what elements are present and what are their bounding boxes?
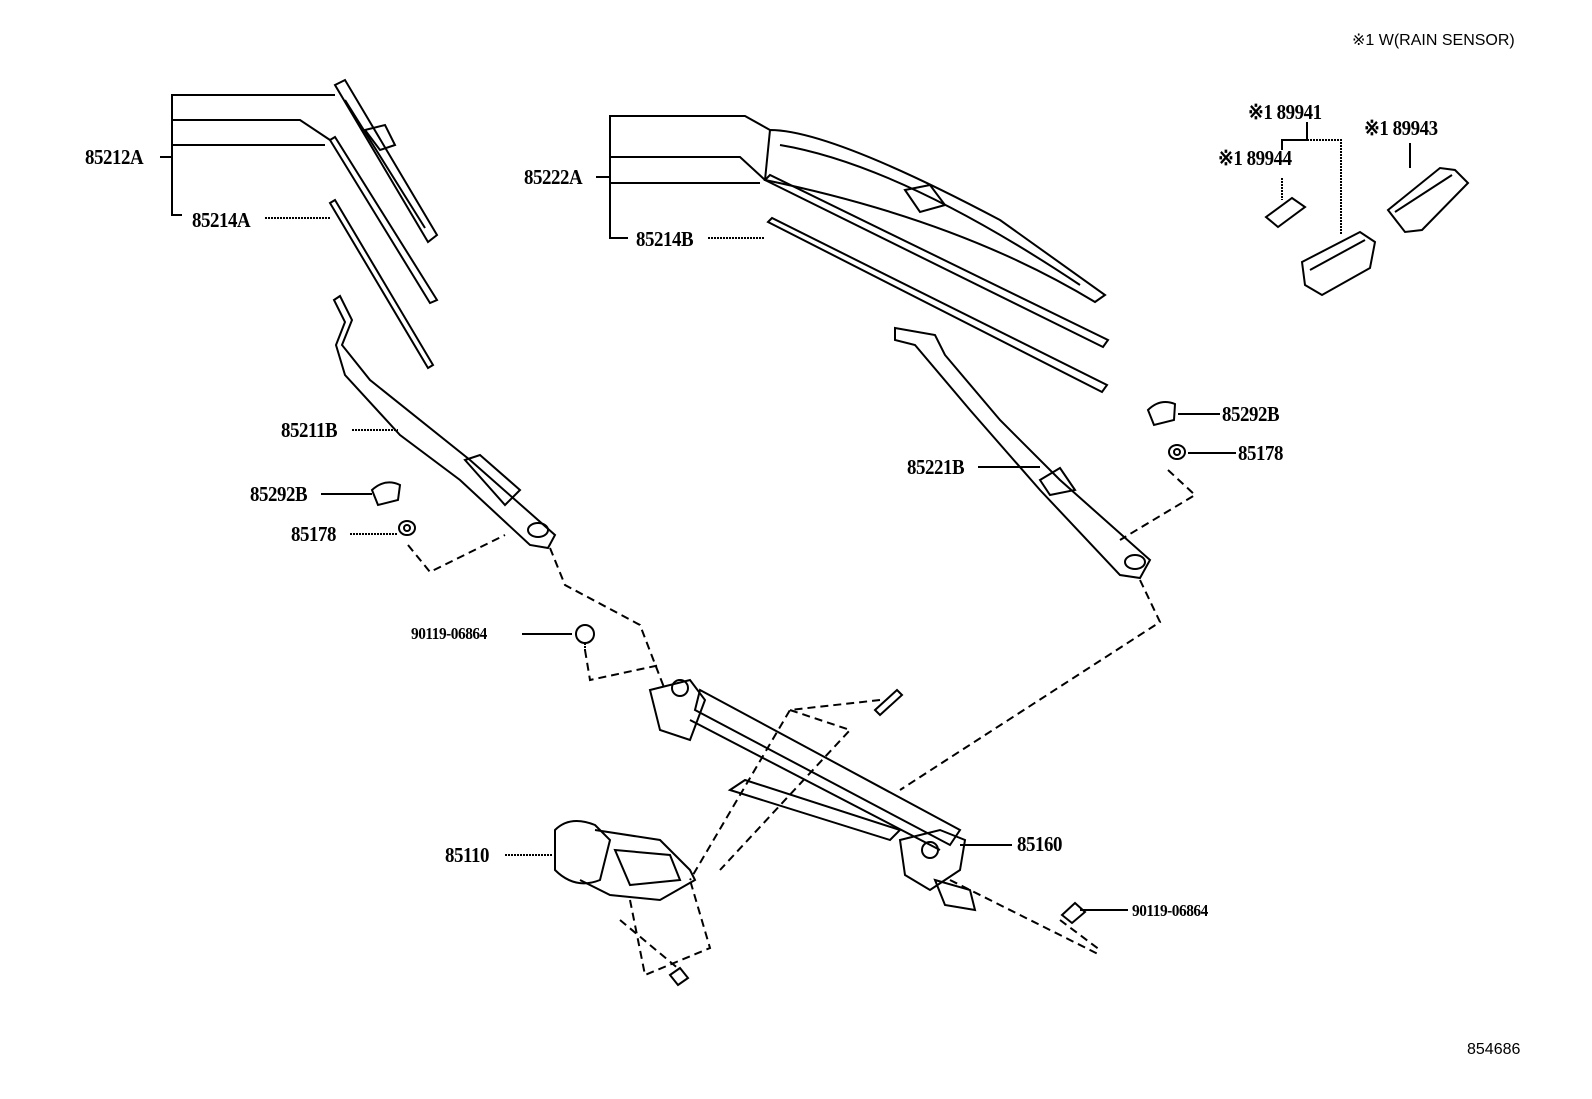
- part-label-85292B-rh[interactable]: 85292B: [1222, 402, 1280, 426]
- part-label-85160[interactable]: 85160: [1017, 832, 1062, 856]
- part-label-85292B-lh[interactable]: 85292B: [250, 482, 308, 506]
- assembly-dashed-lines: [407, 469, 1197, 977]
- wiper-link-assembly: [648, 678, 977, 912]
- wiper-arm-rh: [894, 326, 1152, 580]
- wiper-arm-lh: [332, 294, 557, 550]
- part-label-85222A[interactable]: 85222A: [524, 165, 583, 189]
- part-label-85221B[interactable]: 85221B: [907, 455, 965, 479]
- caps-and-nuts: [370, 401, 1186, 987]
- part-label-85178-rh[interactable]: 85178: [1238, 441, 1283, 465]
- part-label-85214A[interactable]: 85214A: [192, 208, 251, 232]
- wiper-blade-rh: [763, 128, 1110, 394]
- part-label-85211B[interactable]: 85211B: [281, 418, 338, 442]
- part-label-85214B[interactable]: 85214B: [636, 227, 694, 251]
- part-label-89944[interactable]: ※1 89944: [1218, 146, 1292, 170]
- wiper-motor: [554, 820, 697, 902]
- rain-sensor-note: ※1 W(RAIN SENSOR): [1352, 32, 1515, 49]
- part-label-85178-lh[interactable]: 85178: [291, 522, 336, 546]
- diagram-id: 854686: [1467, 1041, 1521, 1058]
- part-label-90119-06864-upper[interactable]: 90119-06864: [411, 624, 487, 643]
- leader-lines: [160, 94, 1411, 911]
- part-label-89941[interactable]: ※1 89941: [1248, 100, 1322, 124]
- rain-sensor-parts: [1264, 166, 1470, 297]
- part-label-85110[interactable]: 85110: [445, 843, 489, 867]
- wiper-blade-lh: [328, 78, 439, 370]
- part-label-85212A[interactable]: 85212A: [85, 145, 144, 169]
- part-label-89943[interactable]: ※1 89943: [1364, 116, 1438, 140]
- part-label-90119-06864-lower[interactable]: 90119-06864: [1132, 901, 1208, 920]
